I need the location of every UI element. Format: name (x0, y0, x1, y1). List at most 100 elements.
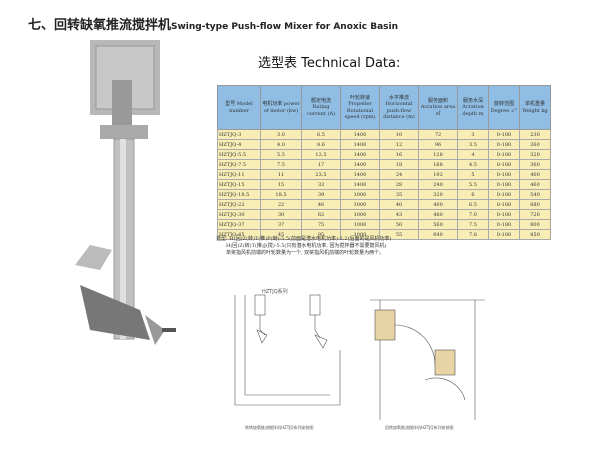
table-cell: 4.0 (260, 139, 302, 150)
note-line: 单桨指风机前端的叶轮数量为一个, 双桨指风机前端的叶轮数量为两个。 (226, 250, 385, 256)
note-line: H(回)Z(转)T(推)J(搅)-5.5(只有潜水电机功率, 因为搅拌器不需要鼓… (226, 243, 387, 249)
table-cell: 5 (457, 169, 489, 180)
table-cell: 96 (418, 139, 458, 150)
table-cell: 12 (379, 139, 419, 150)
table-cell: HZTJQ-30 (217, 209, 261, 220)
table-cell: 0-180 (488, 179, 520, 190)
header-power: 电机功率 power of motor (kw) (260, 85, 302, 130)
table-cell: 18.5 (260, 189, 302, 200)
table-cell: 400 (519, 169, 551, 180)
table-cell: 10 (379, 129, 419, 140)
technical-data-table: 型号 Model number 电机功率 power of motor (kw)… (217, 85, 551, 240)
table-cell: 5.5 (260, 149, 302, 160)
mixer-product-image (75, 40, 176, 345)
table-cell: 128 (418, 149, 458, 160)
table-cell: 11 (260, 169, 302, 180)
table-cell: 18 (379, 159, 419, 170)
table-cell: 360 (519, 159, 551, 170)
table-cell: HZTJQ-18.5 (217, 189, 261, 200)
caption-left: 转转缺氧推流搅拌机HZTJQ系列安装图 (245, 425, 314, 430)
header-speed: 叶轮转速 Propeller Rotational speed (rpm) (340, 85, 380, 130)
table-cell: 480 (418, 209, 458, 220)
table-cell: 680 (519, 199, 551, 210)
table-cell: 46 (301, 199, 341, 210)
installation-drawing-right (370, 299, 485, 420)
caption-right: 回转缺氧推流搅拌机HZTJQ系列安装图 (385, 425, 454, 430)
table-cell: 7.0 (457, 209, 489, 220)
table-cell: 6.5 (457, 199, 489, 210)
table-cell: 6.5 (301, 129, 341, 140)
table-cell: 50 (379, 219, 419, 230)
table-cell: 320 (418, 189, 458, 200)
table-cell: 1000 (340, 209, 380, 220)
header-degree: 旋转范围 Degree ∠° (488, 85, 520, 130)
table-cell: 15 (260, 179, 302, 190)
table-cell: 0-180 (488, 129, 520, 140)
table-cell: 3.5 (457, 139, 489, 150)
table-cell: 7.5 (260, 159, 302, 170)
table-cell: 16 (379, 149, 419, 160)
table-cell: 0-180 (488, 229, 520, 240)
table-cell: HZTJQ-22 (217, 199, 261, 210)
table-cell: HZTJQ-11 (217, 169, 261, 180)
header-model: 型号 Model number (217, 85, 261, 130)
table-cell: 1400 (340, 139, 380, 150)
table-cell: 3.0 (260, 129, 302, 140)
table-cell: 240 (418, 179, 458, 190)
table-cell: 40 (379, 199, 419, 210)
table-cell: 4.5 (457, 159, 489, 170)
installation-drawing-left (234, 294, 341, 406)
table-cell: 1400 (340, 149, 380, 160)
table-cell: 30 (260, 209, 302, 220)
table-cell: 0-180 (488, 219, 520, 230)
table-cell: 320 (519, 149, 551, 160)
table-cell: 28 (379, 179, 419, 190)
table-cell: 1000 (340, 199, 380, 210)
table-cell: 12.5 (301, 149, 341, 160)
table-cell: 850 (519, 229, 551, 240)
table-cell: HZTJQ-15 (217, 179, 261, 190)
table-cell: 540 (519, 189, 551, 200)
table-cell: 7.5 (457, 219, 489, 230)
table-cell: 460 (519, 179, 551, 190)
table-cell: 35 (379, 189, 419, 200)
table-cell: 192 (418, 169, 458, 180)
table-cell: 75 (301, 219, 341, 230)
header-depth: 服务水深 Acration depth m (457, 85, 489, 130)
page-title: 七、回转缺氧推流搅拌机Swing-type Push-flow Mixer fo… (28, 14, 398, 33)
table-cell: 62 (301, 209, 341, 220)
table-cell: 7.8 (457, 229, 489, 240)
table-cell: 0-180 (488, 189, 520, 200)
title-zh: 七、回转缺氧推流搅拌机 (28, 18, 172, 33)
table-cell: 260 (519, 139, 551, 150)
table-cell: 0-180 (488, 209, 520, 220)
table-cell: 0-180 (488, 169, 520, 180)
table-cell: HZTJQ-7.5 (217, 159, 261, 170)
table-cell: HZTJQ-37 (217, 219, 261, 230)
table-cell: 0-180 (488, 199, 520, 210)
table-cell: 1400 (340, 159, 380, 170)
table-cell: 0-180 (488, 149, 520, 160)
section-subtitle: 选型表 Technical Data: (258, 56, 401, 71)
selection-notes: 选型: H(回)Z(转)T(推)P(喇)-5.5(前面是潜水电机功率)-2.2(… (216, 236, 392, 257)
title-en: Swing-type Push-flow Mixer for Anoxic Ba… (171, 22, 399, 32)
header-area: 服务面积 Acration area ㎡ (418, 85, 458, 130)
table-cell: 1000 (340, 189, 380, 200)
table-cell: 0-180 (488, 159, 520, 170)
table-cell: 1400 (340, 129, 380, 140)
table-cell: HZTJQ-4 (217, 139, 261, 150)
header-current: 额定电流 Rating current (A) (301, 85, 341, 130)
table-cell: 72 (418, 129, 458, 140)
table-cell: 22 (260, 199, 302, 210)
table-cell: 4 (457, 149, 489, 160)
table-cell: 1400 (340, 179, 380, 190)
header-distance: 水平推流 Horizontal push-flow distance (m) (379, 85, 419, 130)
table-cell: 400 (418, 199, 458, 210)
table-cell: 1400 (340, 169, 380, 180)
table-cell: 640 (418, 229, 458, 240)
